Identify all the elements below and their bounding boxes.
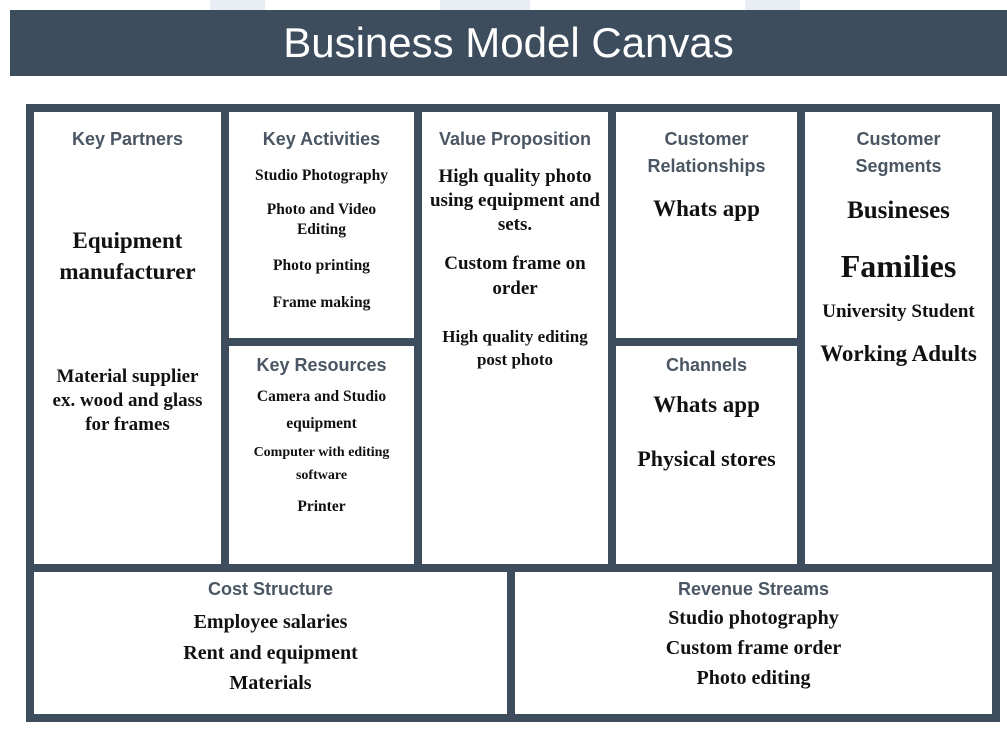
revenue-streams-header: Revenue Streams: [677, 579, 830, 599]
customer-segments-header: Customer Segments: [855, 129, 942, 176]
customer-segments-item: Families: [840, 248, 957, 284]
value-proposition-box: Value Proposition High quality photo usi…: [422, 112, 608, 564]
key-activities-item: Studio Photography: [254, 167, 389, 184]
channels-box: Channels Whats app Physical stores: [616, 346, 797, 564]
channels-item: Whats app: [653, 392, 760, 417]
key-resources-item: Camera and Studio equipment: [256, 388, 387, 432]
cost-structure-box: Cost Structure Employee salaries Rent an…: [34, 572, 507, 714]
key-partners-header: Key Partners: [71, 129, 184, 149]
cost-structure-item: Materials: [229, 672, 312, 694]
revenue-streams-item: Custom frame order: [665, 637, 842, 659]
key-resources-box: Key Resources Camera and Studio equipmen…: [229, 346, 414, 564]
key-resources-header: Key Resources: [256, 355, 387, 375]
key-partners-item: Equipment manufacturer: [59, 228, 196, 284]
value-proposition-item: High quality editing post photo: [442, 327, 588, 369]
cost-structure-header: Cost Structure: [207, 579, 333, 599]
key-activities-box: Key Activities Studio Photography Photo …: [229, 112, 414, 338]
value-proposition-item: High quality photo using equipment and s…: [429, 166, 600, 235]
value-proposition-item: Custom frame on order: [444, 253, 586, 299]
value-proposition-header: Value Proposition: [438, 129, 592, 149]
customer-segments-item: University Student: [822, 301, 975, 322]
customer-relationships-item: Whats app: [653, 196, 760, 221]
cost-structure-item: Employee salaries: [193, 611, 348, 633]
key-partners-box: Key Partners Equipment manufacturer Mate…: [34, 112, 221, 564]
page-title: Business Model Canvas: [10, 10, 1007, 76]
key-resources-item: Computer with editing software: [253, 445, 390, 483]
background-stripe: [210, 0, 265, 12]
business-model-canvas: Key Partners Equipment manufacturer Mate…: [26, 104, 1000, 722]
key-activities-item: Frame making: [272, 294, 371, 311]
revenue-streams-box: Revenue Streams Studio photography Custo…: [515, 572, 992, 714]
channels-header: Channels: [665, 355, 748, 375]
key-resources-item: Printer: [297, 498, 346, 515]
customer-segments-box: Customer Segments Busineses Families Uni…: [805, 112, 992, 564]
customer-relationships-box: Customer Relationships Whats app: [616, 112, 797, 338]
channels-item: Physical stores: [637, 446, 776, 471]
background-stripe: [440, 0, 530, 12]
revenue-streams-item: Photo editing: [696, 667, 811, 689]
background-stripe: [745, 0, 800, 12]
customer-segments-item: Busineses: [847, 197, 950, 224]
key-activities-item: Photo printing: [273, 257, 370, 274]
customer-segments-item: Working Adults: [820, 341, 977, 366]
key-activities-item: Photo and Video Editing: [266, 201, 377, 238]
cost-structure-item: Rent and equipment: [183, 642, 358, 664]
key-activities-header: Key Activities: [262, 129, 381, 149]
customer-relationships-header: Customer Relationships: [647, 129, 766, 176]
revenue-streams-item: Studio photography: [668, 607, 839, 629]
key-partners-item: Material supplier ex. wood and glass for…: [52, 366, 203, 435]
